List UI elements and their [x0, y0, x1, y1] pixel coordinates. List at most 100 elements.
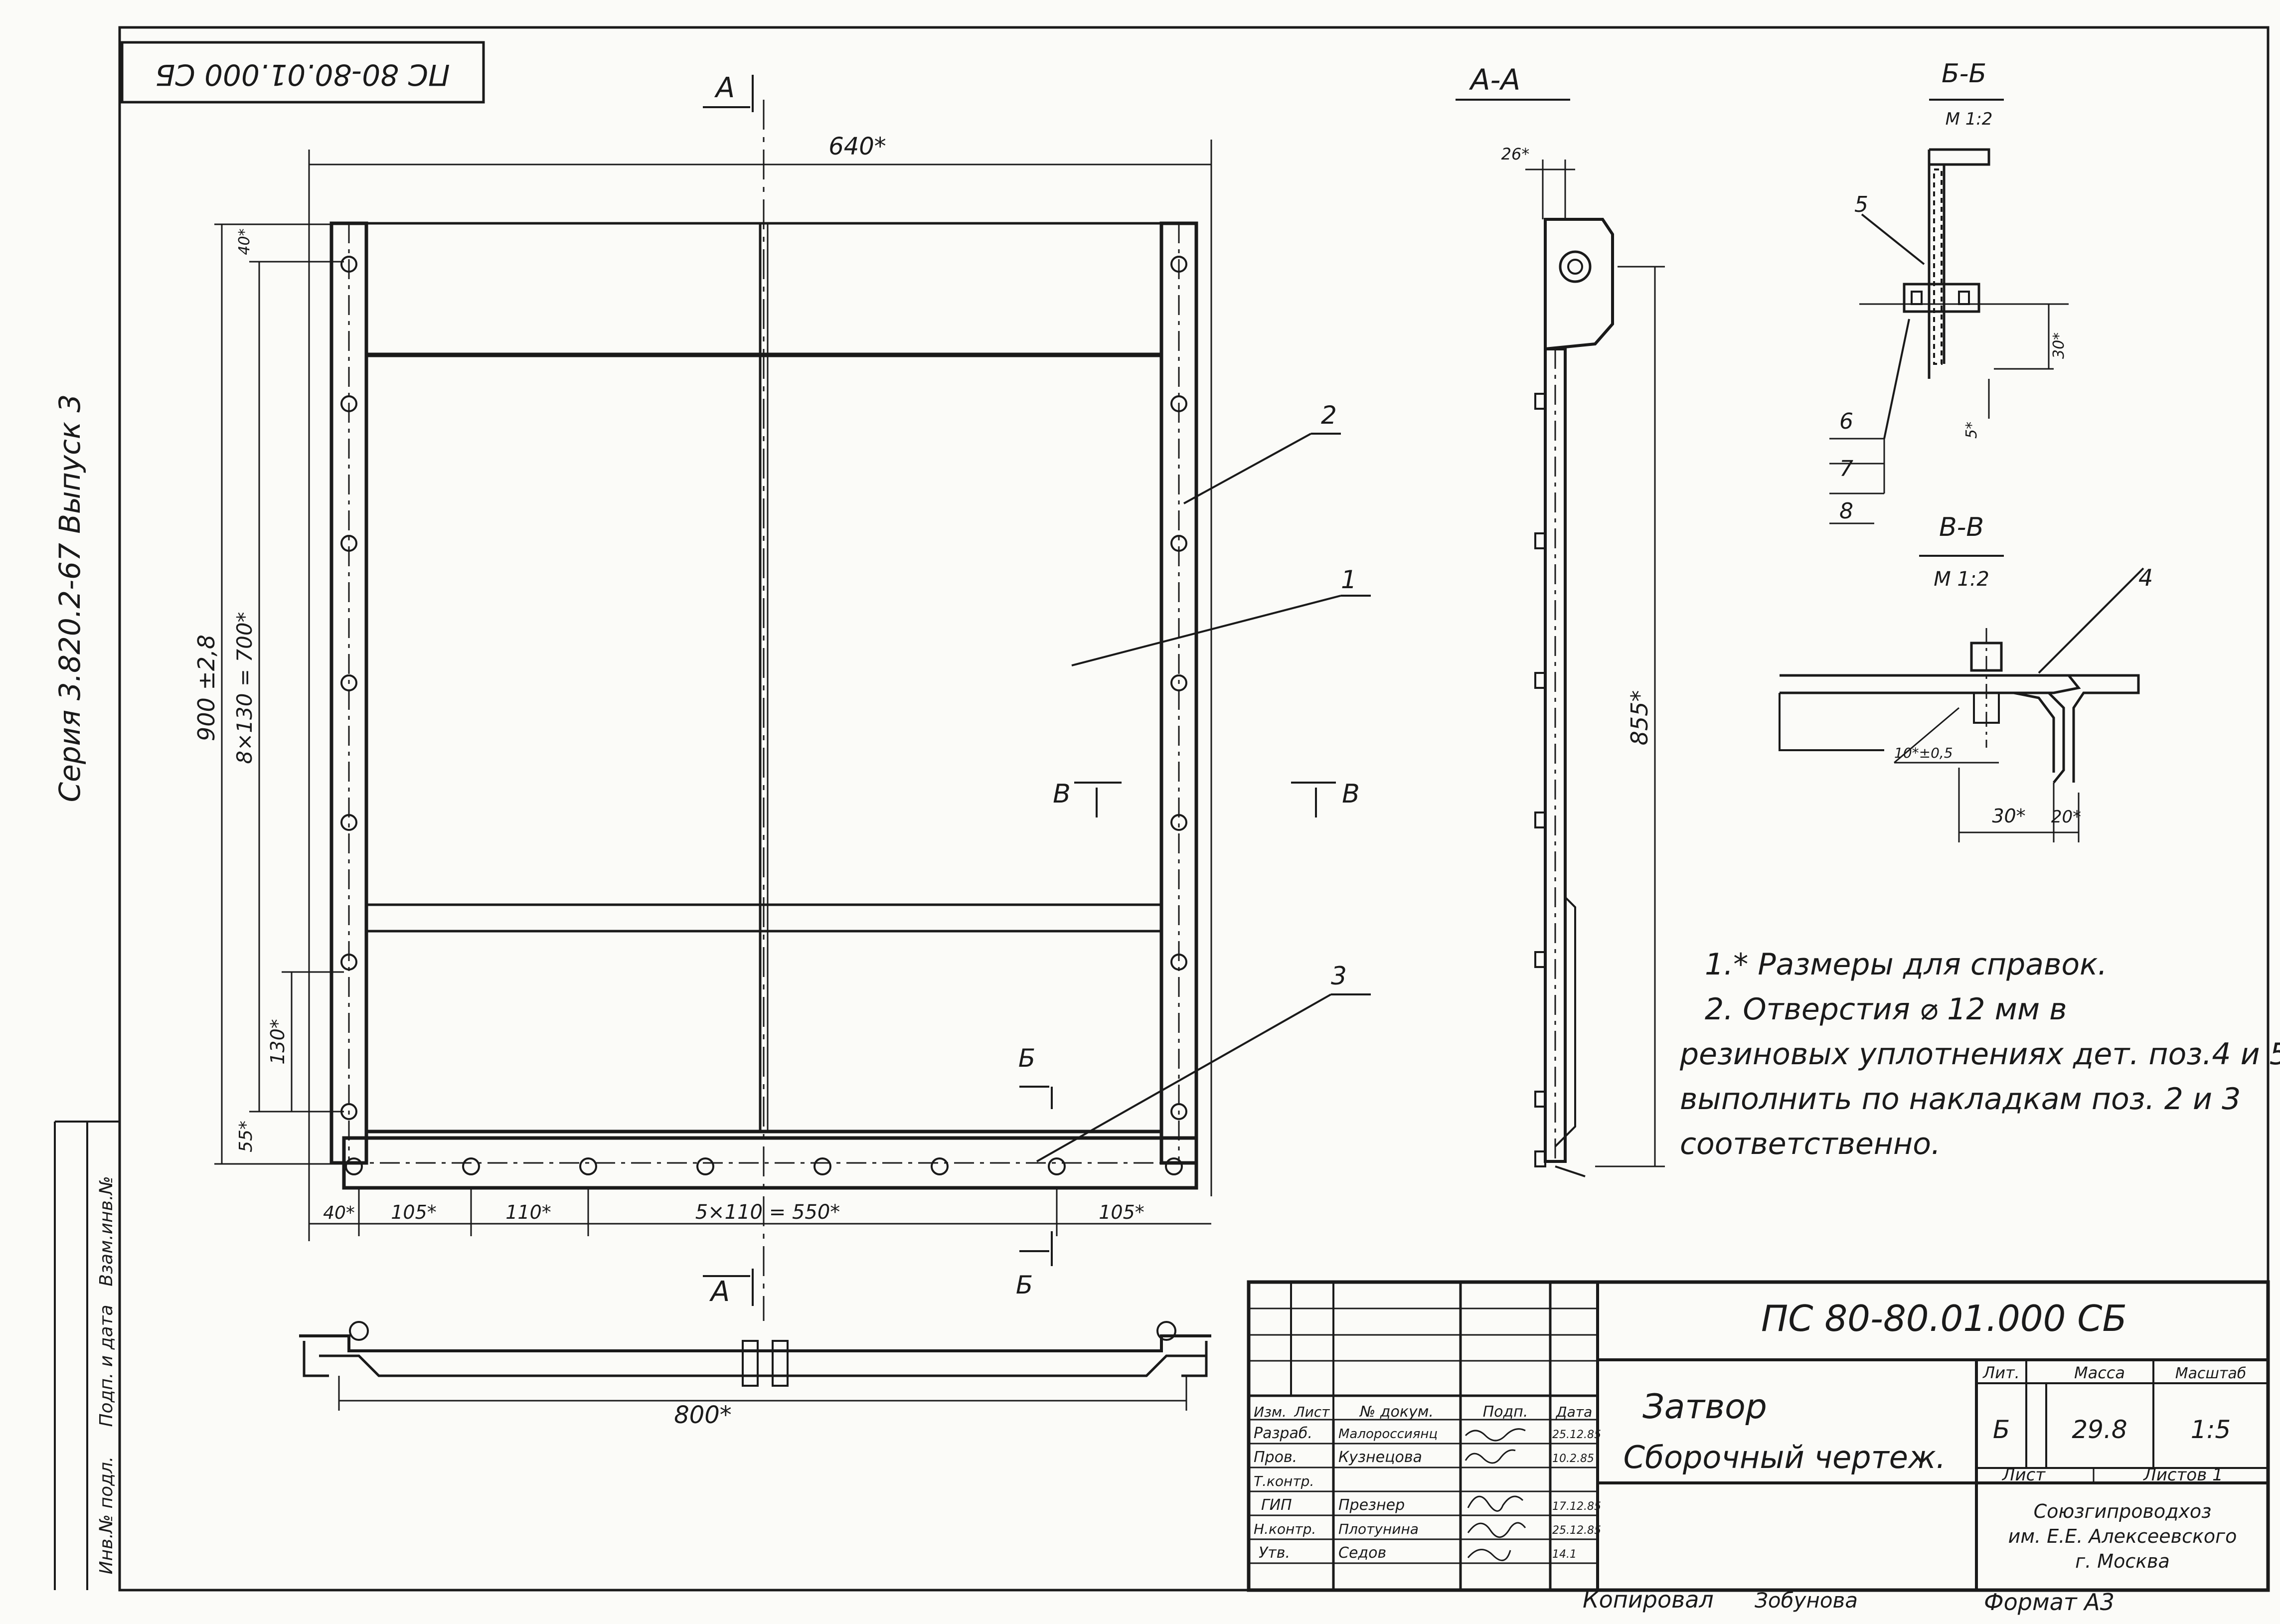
dim-left-105: 105*	[391, 1201, 437, 1223]
tb-name-line2: Сборочный чертеж.	[1624, 1439, 1946, 1475]
dim-bb-5: 5*	[1963, 422, 1980, 439]
tb-header-doc: № докум.	[1359, 1403, 1434, 1421]
tb-row-3-role: Т.контр.	[1254, 1473, 1314, 1489]
dim-bb-30: 30*	[2050, 332, 2068, 359]
title-block	[1247, 1280, 2270, 1592]
tb-header-list: Лист	[1294, 1404, 1330, 1420]
top-stamp: ПС 80-80.01.000 СБ	[121, 41, 485, 104]
callout-2: 2	[1321, 401, 1337, 430]
section-bb	[1829, 99, 2069, 524]
dim-left-40: 40*	[323, 1203, 355, 1223]
dim-vv-10: 10*±0,5	[1894, 745, 1953, 761]
callout-3: 3	[1331, 962, 1347, 990]
cut-b-top: Б	[1018, 1044, 1035, 1073]
callout-7: 7	[1839, 456, 1853, 482]
tb-scale-value: 1:5	[2191, 1415, 2231, 1444]
tb-row-6-date: 14.1	[1552, 1548, 1577, 1561]
tb-row-6-role: Утв.	[1259, 1544, 1290, 1562]
section-marker-a-top	[703, 75, 754, 1306]
sheet-frame	[118, 26, 2270, 1592]
tb-header-izm: Изм.	[1254, 1404, 1287, 1420]
tb-row-1-date: 25.12.85	[1552, 1429, 1601, 1441]
side-col-3: Инв.№ подл.	[96, 1457, 117, 1575]
side-view-aa	[1456, 99, 1665, 1177]
dim-height-total: 900 ±2,8	[193, 635, 220, 741]
tb-row-6-name: Седов	[1338, 1544, 1386, 1562]
tb-org-line1: Союзгипроводхоз	[2034, 1500, 2212, 1522]
top-stamp-text: ПС 80-80.01.000 СБ	[155, 58, 450, 92]
tb-mass-value: 29.8	[2072, 1415, 2127, 1444]
footer-format: Формат А3	[1984, 1589, 2115, 1616]
callout-6: 6	[1839, 409, 1853, 434]
tb-designation: ПС 80-80.01.000 СБ	[1761, 1298, 2127, 1339]
tb-org-line3: г. Москва	[2075, 1550, 2170, 1572]
dim-vv-30: 30*	[1992, 805, 2025, 827]
note-line-2: 2. Отверстия ⌀ 12 мм в	[1705, 992, 2067, 1027]
tb-header-date: Дата	[1555, 1404, 1593, 1420]
tb-row-2-date: 10.2.85	[1552, 1453, 1594, 1465]
callout-1: 1	[1341, 565, 1357, 594]
tb-row-5-date: 25.12.85	[1552, 1524, 1601, 1537]
notes: 1.* Размеры для справок. 2. Отверстия ⌀ …	[1679, 947, 2280, 1161]
callout-8: 8	[1839, 498, 1853, 524]
footer-copied: Копировал	[1583, 1586, 1714, 1613]
cut-a-top: А	[714, 72, 735, 104]
title-block-text: ПС 80-80.01.000 СБ Затвор Сборочный черт…	[1254, 1298, 2246, 1572]
note-line-3: резиновых уплотнениях дет. поз.4 и 5	[1679, 1037, 2280, 1072]
dim-bottom-55: 55*	[236, 1121, 256, 1152]
cut-v-left: В	[1053, 779, 1071, 809]
signature-marks	[1465, 1428, 1526, 1561]
footer-copier: Зобунова	[1755, 1588, 1858, 1613]
tb-lit-value: Б	[1993, 1415, 2010, 1444]
tb-row-2-role: Пров.	[1254, 1449, 1297, 1466]
note-line-1: 1.* Размеры для справок.	[1705, 947, 2107, 982]
tb-row-5-role: Н.контр.	[1254, 1521, 1316, 1537]
section-aa-title: А-А	[1468, 63, 1520, 97]
tb-row-4-date: 17.12.85	[1552, 1500, 1601, 1513]
section-bb-title: Б-Б	[1942, 59, 1986, 89]
note-line-4: выполнить по накладкам поз. 2 и 3	[1680, 1082, 2241, 1117]
tb-name-line1: Затвор	[1642, 1387, 1767, 1427]
cut-v-right: В	[1342, 779, 1360, 809]
tb-row-4-name: Презнер	[1338, 1496, 1405, 1514]
tb-row-1-name: Малороссиянц	[1338, 1427, 1438, 1442]
cut-a-bottom: А	[709, 1276, 730, 1308]
front-dims	[214, 140, 1212, 1241]
dim-vv-20: 20*	[2051, 807, 2081, 827]
dim-bottom-view-800: 800*	[674, 1401, 732, 1429]
dim-hole-spacing: 8×130 = 700*	[232, 612, 257, 764]
dim-holes-span: 5×110 = 550*	[695, 1201, 840, 1224]
side-columns: Взам.инв.№ Подп. и дата Инв.№ подл.	[96, 1176, 117, 1574]
dim-right-105: 105*	[1099, 1201, 1144, 1223]
tb-org-line2: им. Е.Е. Алексеевского	[2008, 1525, 2237, 1547]
callout-5: 5	[1854, 192, 1868, 217]
tb-lit-label: Лит.	[1982, 1363, 2020, 1382]
tb-scale-label: Масштаб	[2175, 1365, 2247, 1382]
dim-top-offset: 40*	[236, 228, 253, 255]
front-view	[329, 100, 1198, 1321]
tb-row-1-role: Разраб.	[1254, 1425, 1312, 1442]
tb-row-5-name: Плотунина	[1338, 1521, 1419, 1537]
side-series-text: Серия 3.820.2-67 Выпуск 3	[53, 394, 87, 803]
section-vv	[1779, 555, 2144, 842]
tb-mass-label: Масса	[2074, 1363, 2125, 1382]
dim-width-top: 640*	[828, 133, 886, 161]
tb-sheet-label: Лист	[2001, 1465, 2046, 1485]
cut-b-bottom: Б	[1016, 1271, 1033, 1299]
footer: Копировал Зобунова Формат А3	[1583, 1586, 2115, 1616]
section-bb-scale: М 1:2	[1946, 109, 1993, 129]
front-leaders	[1036, 433, 1371, 1162]
section-vv-title: В-В	[1939, 512, 1984, 542]
note-line-5: соответственно.	[1680, 1127, 1941, 1161]
tb-row-2-name: Кузнецова	[1338, 1449, 1422, 1466]
tb-row-4-role: ГИП	[1261, 1496, 1292, 1514]
callout-4: 4	[2138, 564, 2153, 591]
side-col-1: Взам.инв.№	[96, 1176, 117, 1287]
dim-bottom-130: 130*	[267, 1019, 289, 1065]
tb-header-sign: Подп.	[1483, 1403, 1528, 1421]
bottom-view	[299, 1321, 1211, 1411]
tb-sheets-label: Листов 1	[2142, 1465, 2223, 1485]
dim-side-855: 855*	[1626, 690, 1653, 746]
